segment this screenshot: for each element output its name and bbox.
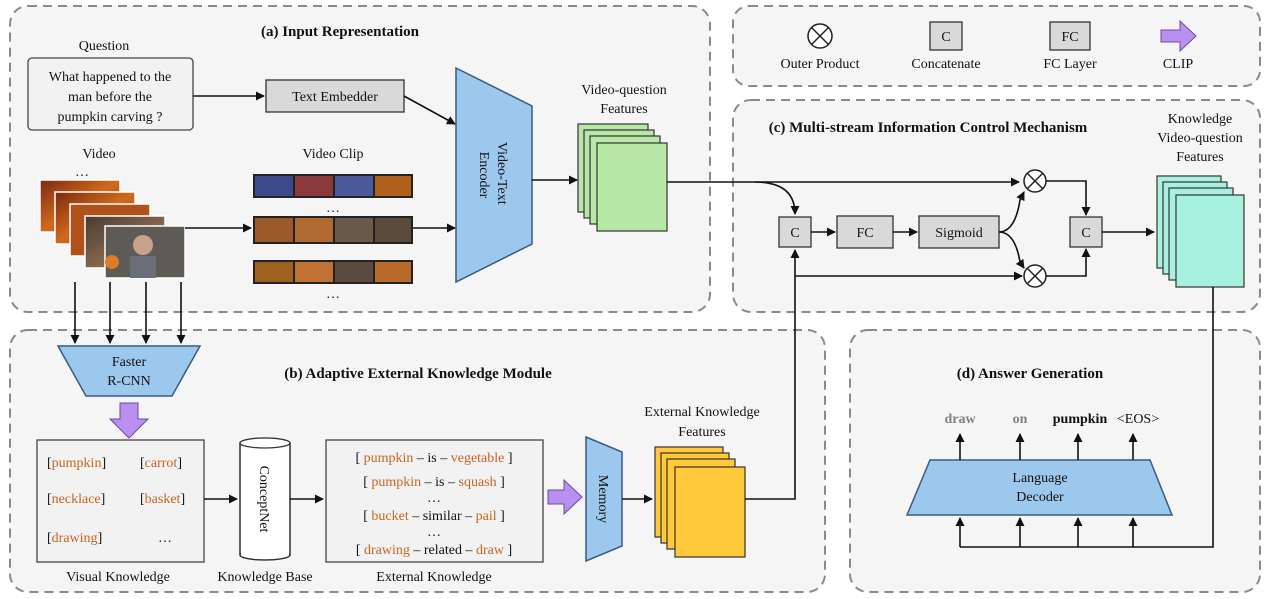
svg-text:[ pumpkin – is – squash ]: [ pumpkin – is – squash ]: [363, 475, 505, 490]
external-knowledge-box: [325, 439, 544, 563]
faster-rcnn: [56, 345, 202, 397]
fc-label: FC: [856, 226, 873, 241]
external-knowledge-triples: [ pumpkin – is – vegetable ] [ pumpkin –…: [355, 451, 512, 558]
outer-product-bottom: [1023, 264, 1047, 288]
decoder-label-1: Language: [1012, 471, 1067, 486]
answer-token-1: draw: [944, 412, 976, 427]
clip-arrow-right: [547, 478, 583, 516]
outer-product-top: [1023, 169, 1047, 193]
legend-fc-symbol: FC: [1061, 30, 1078, 45]
ek-features-stack: [654, 446, 746, 558]
answer-token-2: on: [1013, 412, 1028, 427]
panel-multistream: [732, 99, 1261, 313]
text-embedder-label: Text Embedder: [292, 90, 378, 105]
text-embedder-box: [265, 79, 405, 113]
panel-title-d: (d) Answer Generation: [957, 366, 1104, 382]
clip-ellipsis-bottom: …: [326, 287, 340, 302]
svg-text:[pumpkin]: [pumpkin]: [47, 456, 106, 471]
rcnn-label-2: R-CNN: [107, 374, 151, 389]
question-line-1: What happened to the: [49, 70, 171, 85]
svg-text:[necklace]: [necklace]: [47, 492, 105, 507]
legend-clip: CLIP: [1163, 57, 1194, 72]
conceptnet-cylinder: [239, 437, 291, 561]
question-box: [27, 57, 194, 131]
clip-arrow-down: [108, 402, 150, 439]
concat-1-label: C: [790, 226, 799, 241]
video-clip-strip-3: [253, 260, 413, 284]
video-clip-strip-2: [253, 216, 413, 244]
svg-text:[carrot]: [carrot]: [140, 456, 182, 471]
clip-ellipsis-top: …: [326, 201, 340, 216]
panel-title-b: (b) Adaptive External Knowledge Module: [284, 366, 552, 382]
kvq-label-2: Video-question: [1157, 131, 1242, 146]
legend-outer-product: Outer Product: [781, 57, 860, 72]
question-label: Question: [79, 39, 130, 54]
visual-knowledge-box: [36, 439, 205, 563]
visual-knowledge-label: Visual Knowledge: [66, 570, 170, 585]
panel-legend: [732, 5, 1261, 87]
svg-text:…: …: [427, 491, 441, 506]
legend-fc-layer: FC Layer: [1043, 57, 1097, 72]
video-frames-stack: [39, 179, 186, 279]
outer-product-icon: [807, 23, 833, 49]
external-knowledge-label: External Knowledge: [376, 570, 491, 585]
arrow-embedder-to-encoder: [403, 95, 456, 125]
panel-title-c: (c) Multi-stream Information Control Mec…: [769, 120, 1088, 136]
svg-text:[ bucket – similar – pail ]: [ bucket – similar – pail ]: [363, 509, 505, 524]
video-clip-label: Video Clip: [303, 147, 364, 162]
knowledge-base-label: Knowledge Base: [217, 570, 312, 585]
svg-text:…: …: [158, 531, 172, 546]
svg-text:[basket]: [basket]: [140, 492, 185, 507]
video-ellipsis: …: [75, 165, 89, 180]
kvq-label-1: Knowledge: [1168, 112, 1233, 127]
memory-label: Memory: [595, 475, 610, 523]
video-clip-strip-1: [253, 174, 413, 198]
legend-concatenate: Concatenate: [911, 57, 980, 72]
question-line-2: man before the: [68, 90, 152, 105]
ek-features-label-1: External Knowledge: [644, 405, 759, 420]
arrow-outer-top-to-concat: [1046, 180, 1091, 216]
legend-c-symbol: C: [941, 30, 950, 45]
answer-token-3: pumpkin: [1053, 412, 1108, 427]
svg-text:[drawing]: [drawing]: [47, 531, 102, 546]
vq-features-stack: [577, 123, 668, 232]
vq-features-label-2: Features: [600, 102, 647, 117]
rcnn-label-1: Faster: [112, 355, 147, 370]
arrow-ek-to-multistream: [745, 249, 800, 500]
video-label: Video: [82, 147, 115, 162]
arrow-outer-bottom-to-concat: [1046, 248, 1091, 277]
ek-features-label-2: Features: [678, 425, 725, 440]
svg-text:[ drawing – related – draw ]: [ drawing – related – draw ]: [356, 543, 512, 558]
clip-arrow-icon: [1160, 19, 1197, 53]
legend: Outer Product C Concatenate FC FC Layer …: [781, 19, 1197, 72]
decoder-label-2: Decoder: [1016, 490, 1064, 505]
vq-features-label-1: Video-question: [581, 83, 666, 98]
concatenate-icon: [929, 21, 963, 51]
video-text-encoder: [455, 66, 533, 284]
svg-text:…: …: [427, 525, 441, 540]
question-line-3: pumpkin carving ?: [58, 110, 163, 125]
fc-layer-icon: [1049, 21, 1091, 51]
answer-token-eos: <EOS>: [1117, 412, 1159, 427]
kvq-features-stack: [1156, 175, 1245, 288]
panel-title-a: (a) Input Representation: [261, 24, 420, 40]
sigmoid-label: Sigmoid: [935, 226, 982, 241]
memory-block: [585, 435, 623, 563]
visual-knowledge-items: [pumpkin] [carrot] [necklace] [basket] […: [47, 456, 185, 546]
kvq-label-3: Features: [1176, 150, 1223, 165]
arrow-sigmoid-to-outer-bottom: [998, 231, 1025, 269]
language-decoder: [905, 459, 1174, 516]
arrow-kvq-to-decoder: [960, 287, 1214, 548]
concat-2-label: C: [1081, 226, 1090, 241]
svg-text:[ pumpkin – is – vegetable ]: [ pumpkin – is – vegetable ]: [355, 451, 512, 466]
encoder-label: Video-Text Encoder: [476, 142, 509, 208]
fc-box: [836, 215, 894, 249]
conceptnet-label: ConceptNet: [256, 466, 271, 533]
